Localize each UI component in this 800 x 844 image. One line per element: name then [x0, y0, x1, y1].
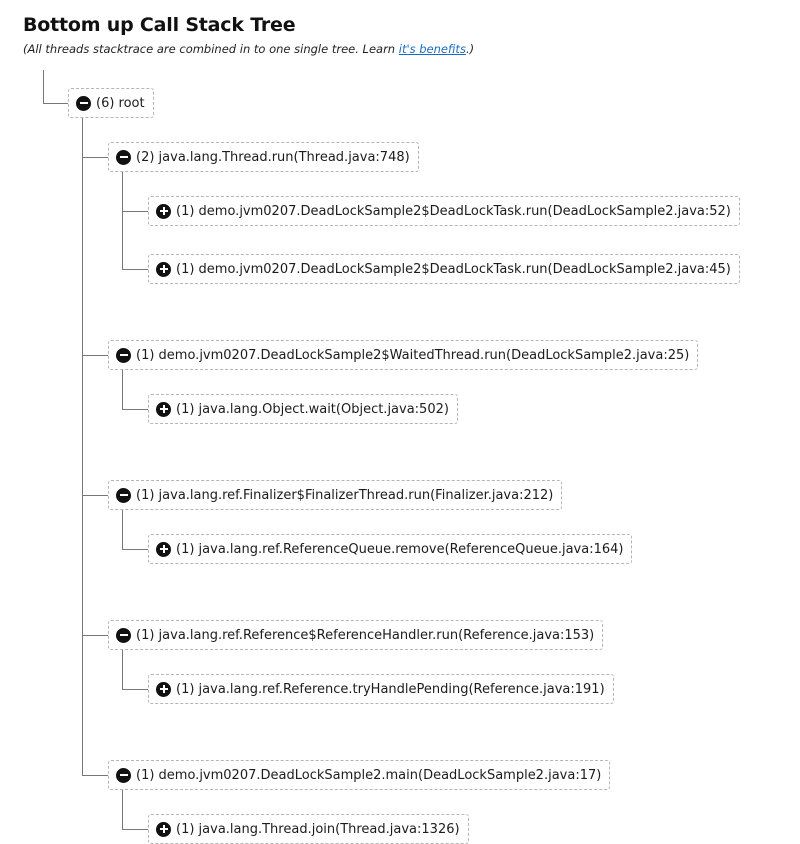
tree-connector: [122, 409, 148, 410]
tree-node-frame[interactable]: (1) demo.jvm0207.DeadLockSample2.main(De…: [108, 760, 611, 790]
tree-node-frame[interactable]: (1) demo.jvm0207.DeadLockSample2$WaitedT…: [108, 340, 699, 370]
tree-node-leaf[interactable]: (1) demo.jvm0207.DeadLockSample2$DeadLoc…: [148, 196, 740, 226]
tree-node-leaf[interactable]: (1) java.lang.ref.ReferenceQueue.remove(…: [148, 534, 633, 564]
tree-node-label: (1) java.lang.Object.wait(Object.java:50…: [176, 401, 449, 417]
page-subtitle: (All threads stacktrace are combined in …: [23, 42, 474, 56]
tree-connector: [122, 370, 123, 409]
tree-node-label: (1) demo.jvm0207.DeadLockSample2$DeadLoc…: [176, 261, 731, 277]
tree-node-root[interactable]: (6) root: [68, 88, 154, 118]
plus-circle-icon[interactable]: [156, 541, 171, 557]
minus-circle-icon[interactable]: [116, 487, 131, 503]
tree-connector: [122, 211, 148, 212]
tree-connector: [122, 510, 123, 549]
tree-node-leaf[interactable]: (1) demo.jvm0207.DeadLockSample2$DeadLoc…: [148, 254, 740, 284]
plus-circle-icon[interactable]: [156, 203, 171, 219]
tree-node-leaf[interactable]: (1) java.lang.Thread.join(Thread.java:13…: [148, 814, 469, 844]
tree-node-label: (1) java.lang.ref.Reference.tryHandlePen…: [176, 681, 605, 697]
tree-connector: [122, 790, 123, 829]
tree-node-label: (1) demo.jvm0207.DeadLockSample2.main(De…: [136, 767, 602, 783]
plus-circle-icon[interactable]: [156, 401, 171, 417]
tree-connector: [82, 157, 108, 158]
tree-node-leaf[interactable]: (1) java.lang.Object.wait(Object.java:50…: [148, 394, 458, 424]
minus-circle-icon[interactable]: [116, 149, 131, 165]
plus-circle-icon[interactable]: [156, 261, 171, 277]
subtitle-suffix: .): [465, 42, 475, 56]
tree-connector: [43, 70, 44, 103]
minus-circle-icon[interactable]: [76, 95, 91, 111]
benefits-link[interactable]: it's benefits: [398, 42, 466, 56]
tree-connector: [82, 355, 108, 356]
tree-connector: [122, 549, 148, 550]
tree-connector: [82, 635, 108, 636]
tree-connector: [122, 172, 123, 269]
tree-node-leaf[interactable]: (1) java.lang.ref.Reference.tryHandlePen…: [148, 674, 614, 704]
minus-circle-icon[interactable]: [116, 627, 131, 643]
subtitle-text: (All threads stacktrace are combined in …: [23, 42, 399, 56]
minus-circle-icon[interactable]: [116, 347, 131, 363]
plus-circle-icon[interactable]: [156, 681, 171, 697]
tree-connector: [122, 829, 148, 830]
tree-node-label: (1) java.lang.ref.ReferenceQueue.remove(…: [176, 541, 624, 557]
tree-node-label: (1) java.lang.ref.Reference$ReferenceHan…: [136, 627, 595, 643]
page-title: Bottom up Call Stack Tree: [23, 14, 296, 36]
tree-node-frame[interactable]: (1) java.lang.ref.Finalizer$FinalizerThr…: [108, 480, 563, 510]
tree-connector: [82, 775, 108, 776]
tree-node-label: (1) java.lang.ref.Finalizer$FinalizerThr…: [136, 487, 554, 503]
tree-node-label: (1) demo.jvm0207.DeadLockSample2$DeadLoc…: [176, 203, 731, 219]
tree-connector: [122, 689, 148, 690]
tree-node-label: (2) java.lang.Thread.run(Thread.java:748…: [136, 149, 410, 165]
tree-connector: [82, 495, 108, 496]
tree-connector: [122, 269, 148, 270]
tree-connector: [122, 650, 123, 689]
call-stack-tree: (6) root (2) java.lang.Thread.run(Thread.…: [43, 70, 740, 844]
tree-node-label: (6) root: [96, 95, 145, 111]
tree-node-label: (1) java.lang.Thread.join(Thread.java:13…: [176, 821, 460, 837]
tree-node-frame[interactable]: (2) java.lang.Thread.run(Thread.java:748…: [108, 142, 419, 172]
tree-connector: [43, 103, 68, 104]
minus-circle-icon[interactable]: [116, 767, 131, 783]
tree-connector: [82, 118, 83, 775]
plus-circle-icon[interactable]: [156, 821, 171, 837]
tree-node-frame[interactable]: (1) java.lang.ref.Reference$ReferenceHan…: [108, 620, 604, 650]
tree-node-label: (1) demo.jvm0207.DeadLockSample2$WaitedT…: [136, 347, 690, 363]
